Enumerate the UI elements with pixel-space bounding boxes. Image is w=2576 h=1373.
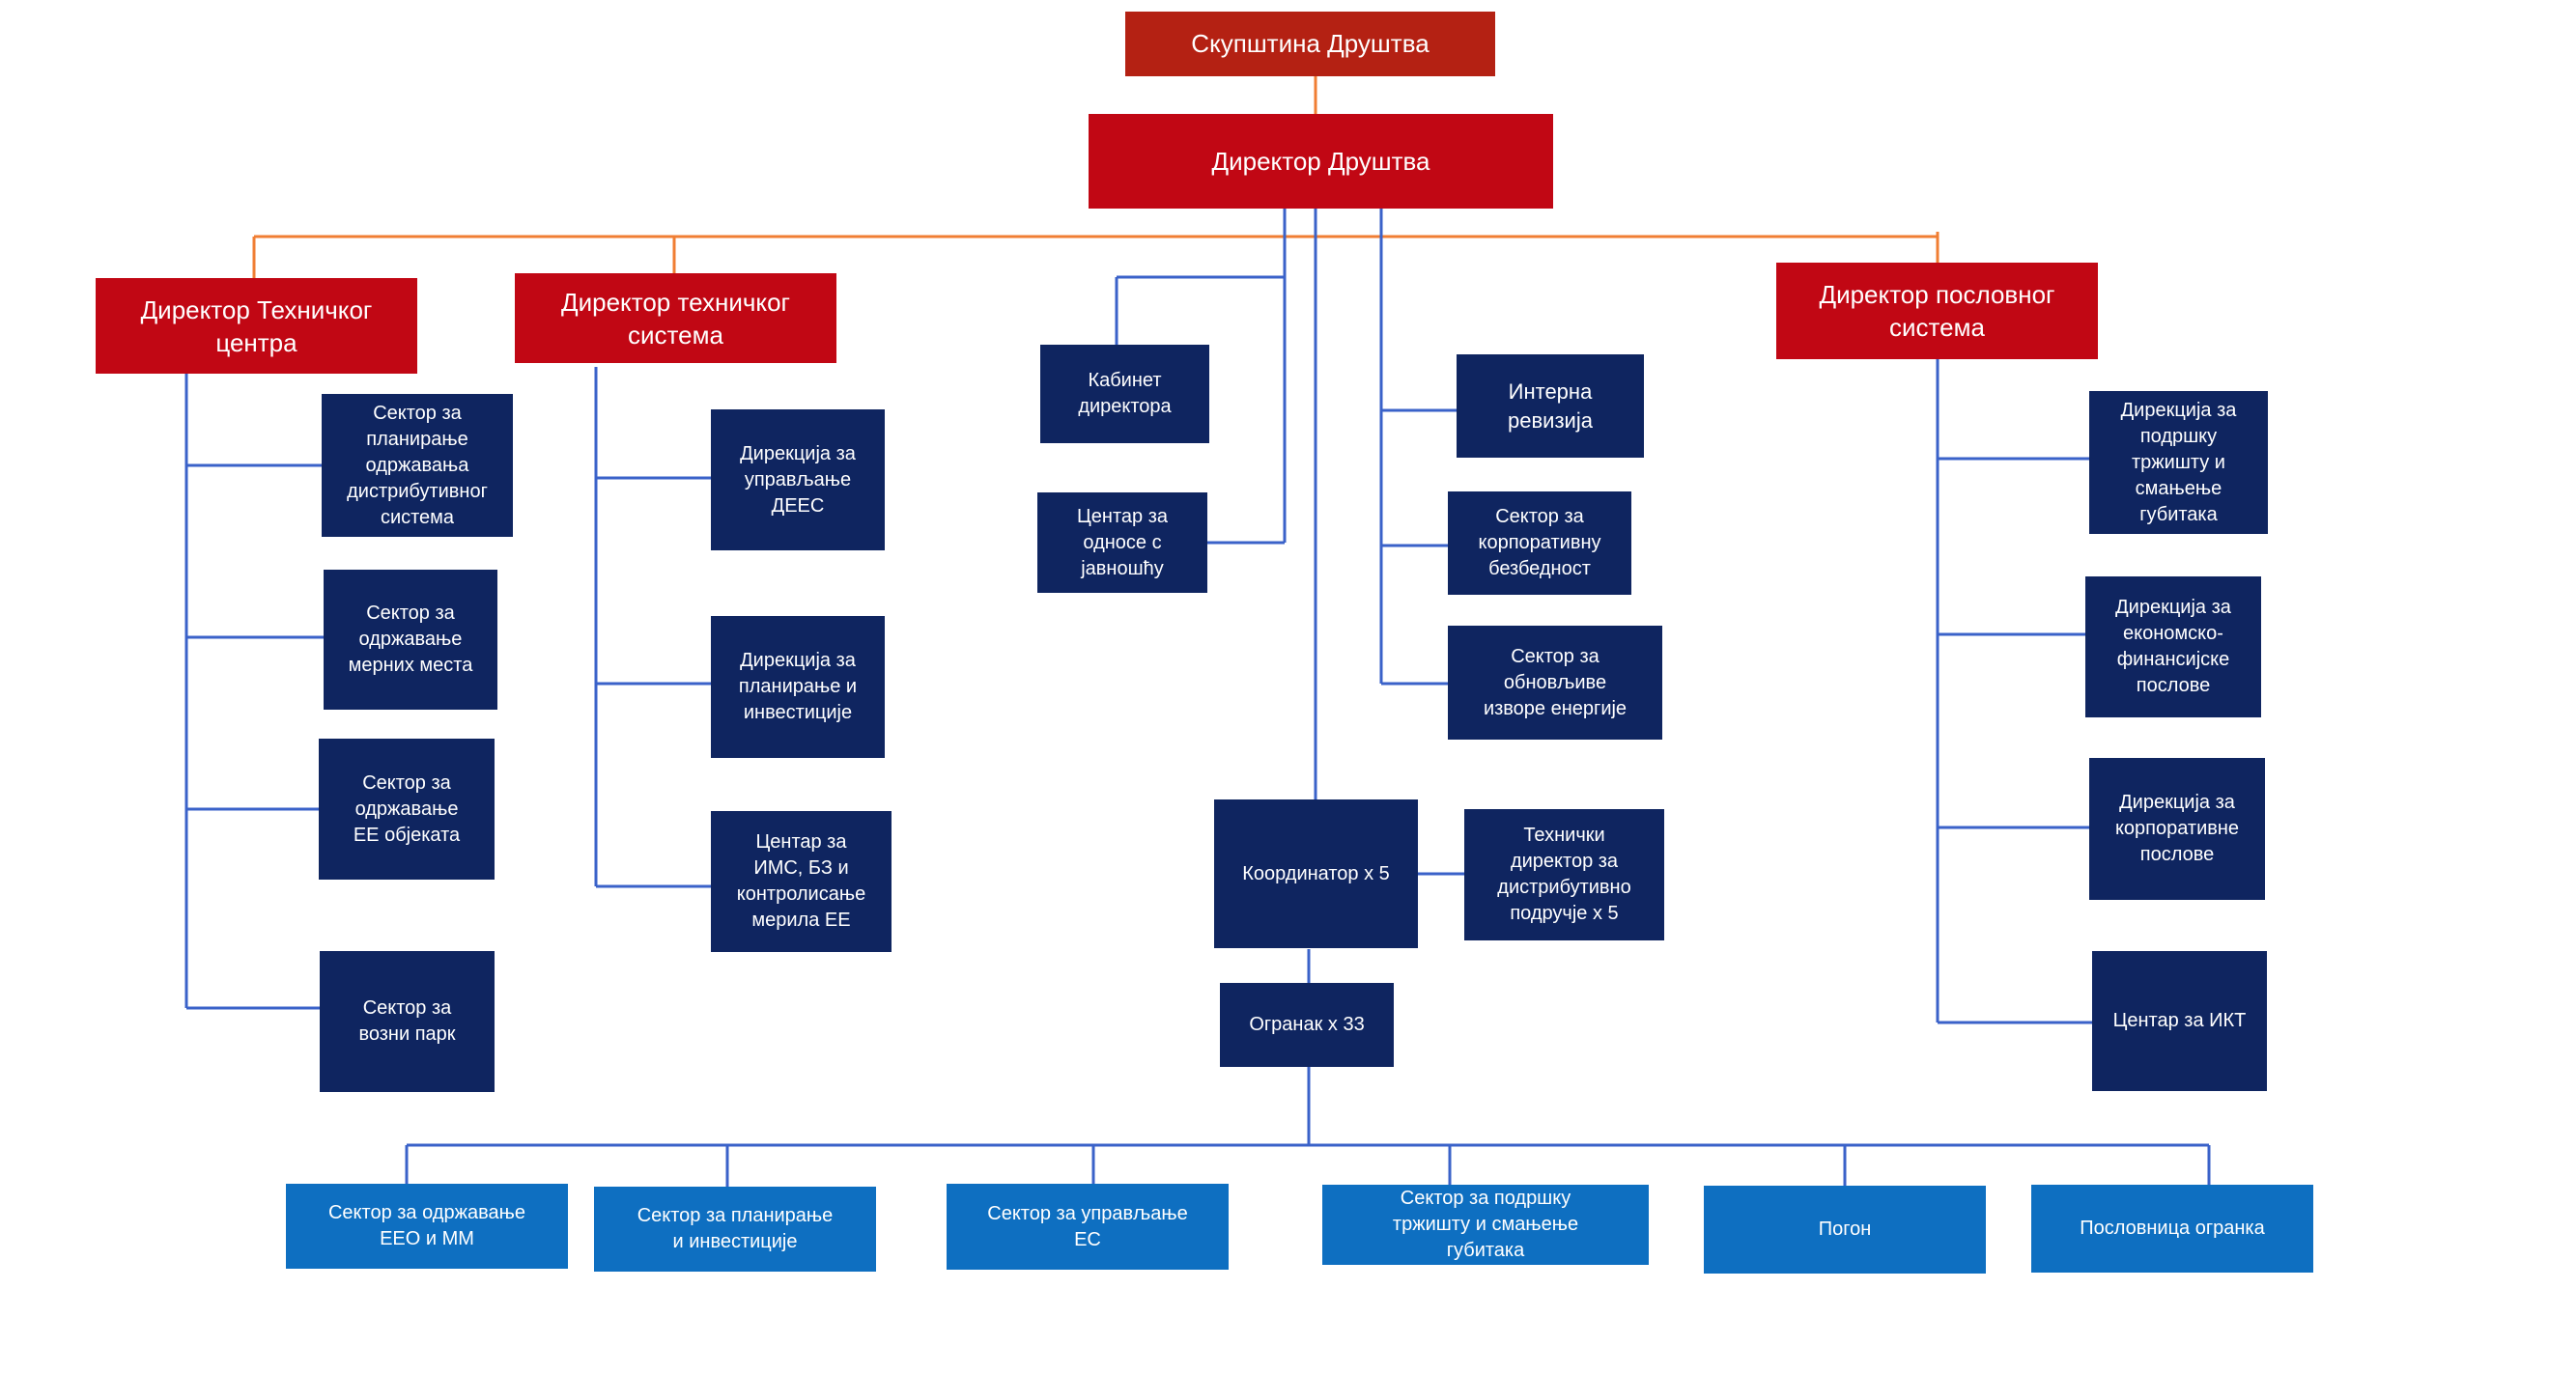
technical-center-unit: Сектор за одржавање ЕЕ објеката: [319, 739, 495, 880]
technical-center-unit: Сектор за одржавање мерних места: [324, 570, 497, 710]
business-system-director-box: Директор пословног система: [1776, 263, 2098, 359]
technical-system-director-box: Директор техничког система: [515, 273, 836, 363]
technical-center-director-box: Директор Техничког центра: [96, 278, 417, 374]
corporate-security-box: Сектор за корпоративну безбедност: [1448, 491, 1631, 595]
branch-unit: Сектор за одржавање ЕЕО и ММ: [286, 1184, 568, 1269]
orange-connectors: [252, 76, 1939, 278]
technical-center-unit: Сектор за планирање одржавања дистрибути…: [322, 394, 513, 537]
branch-unit: Погон: [1704, 1186, 1986, 1274]
coordinator-box: Координатор х 5: [1214, 799, 1418, 948]
branch-unit: Пословница огранка: [2031, 1185, 2313, 1273]
technical-system-unit: Центар за ИМС, БЗ и контролисање мерила …: [711, 811, 892, 952]
cabinet-box: Кабинет директора: [1040, 345, 1209, 443]
branch-unit: Сектор за управљање ЕС: [947, 1184, 1229, 1270]
branch-unit: Сектор за подршку тржишту и смањење губи…: [1322, 1185, 1649, 1265]
branch-box: Огранак х 33: [1220, 983, 1394, 1067]
technical-system-unit: Дирекција за планирање и инвестиције: [711, 616, 885, 758]
business-system-unit: Дирекција за економско- финансијске посл…: [2085, 576, 2261, 717]
renewable-energy-box: Сектор за обновљиве изворе енергије: [1448, 626, 1662, 740]
blue-connectors: [184, 209, 2211, 1187]
business-system-unit: Центар за ИКТ: [2092, 951, 2267, 1091]
business-system-unit: Дирекција за корпоративне послове: [2089, 758, 2265, 900]
branch-unit: Сектор за планирање и инвестиције: [594, 1187, 876, 1272]
assembly-box: Скупштина Друштва: [1125, 12, 1495, 76]
technical-director-box: Технички директор за дистрибутивно подру…: [1464, 809, 1664, 940]
internal-audit-box: Интерна ревизија: [1457, 354, 1644, 458]
business-system-unit: Дирекција за подршку тржишту и смањење г…: [2089, 391, 2268, 534]
ceo-box: Директор Друштва: [1089, 114, 1553, 209]
public-relations-box: Центар за односе с јавношћу: [1037, 492, 1207, 593]
technical-center-unit: Сектор за возни парк: [320, 951, 495, 1092]
technical-system-unit: Дирекција за управљање ДЕЕС: [711, 409, 885, 550]
